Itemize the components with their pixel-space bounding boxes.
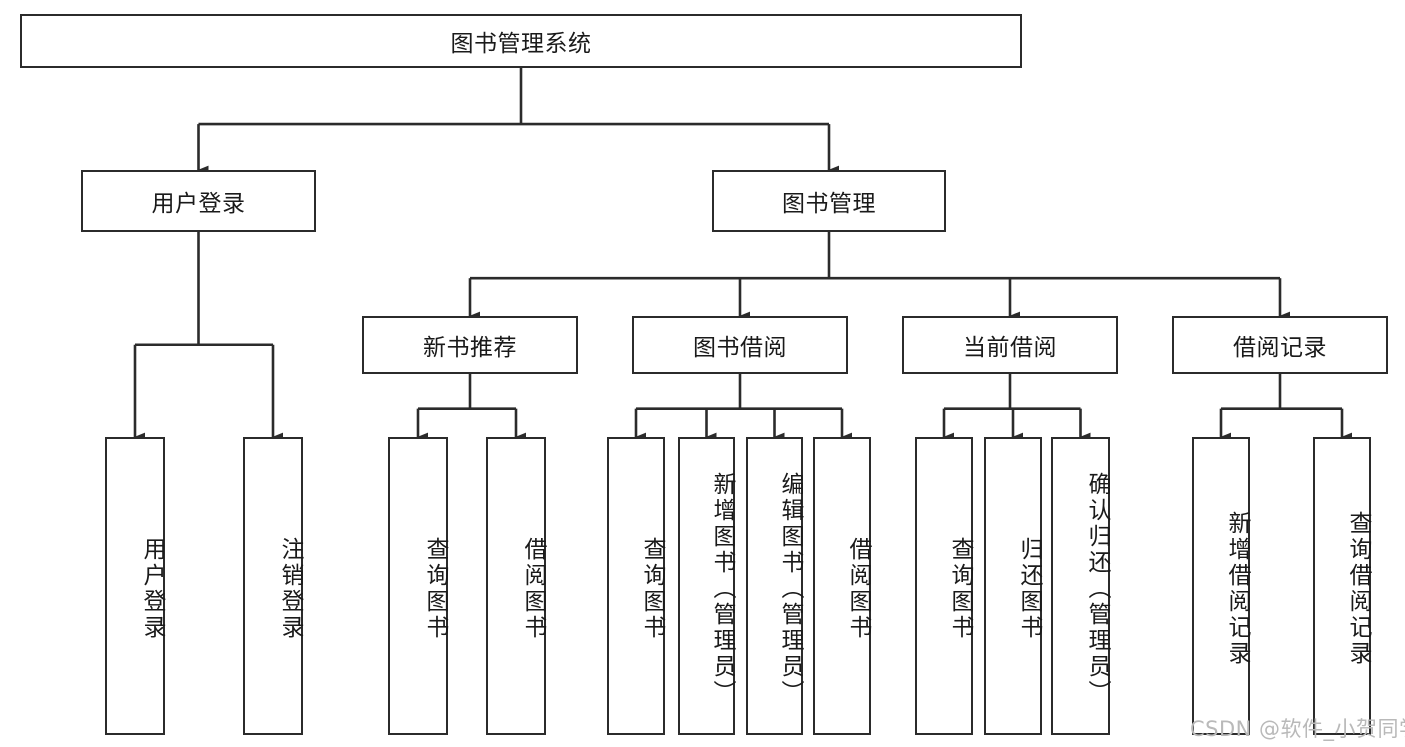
node-label: 新增借阅记录	[1224, 511, 1250, 667]
watermark: CSDN @软件_小贺同学	[1190, 717, 1405, 741]
node-newrec[interactable]: 新书推荐	[362, 316, 578, 374]
node-b_borrow[interactable]: 借阅图书	[813, 437, 871, 735]
node-l_logout[interactable]: 注销登录	[243, 437, 303, 735]
node-b_edit[interactable]: 编辑图书（管理员）	[746, 437, 803, 735]
node-current[interactable]: 当前借阅	[902, 316, 1118, 374]
node-label: 归还图书	[1016, 537, 1042, 641]
node-history[interactable]: 借阅记录	[1172, 316, 1388, 374]
node-root[interactable]: 图书管理系统	[20, 14, 1022, 68]
node-label: 新增图书（管理员）	[709, 472, 735, 706]
node-c_query[interactable]: 查询图书	[915, 437, 973, 735]
edge-group	[133, 68, 1353, 442]
node-l_login[interactable]: 用户登录	[105, 437, 165, 735]
node-label: 确认归还（管理员）	[1084, 472, 1110, 706]
node-label: 用户登录	[139, 537, 165, 641]
node-b_query[interactable]: 查询图书	[607, 437, 665, 735]
node-label: 注销登录	[277, 537, 303, 641]
node-label: 借阅图书	[520, 537, 546, 641]
node-c_confirm[interactable]: 确认归还（管理员）	[1051, 437, 1110, 735]
node-label: 图书管理系统	[450, 31, 592, 57]
node-label: 查询借阅记录	[1345, 511, 1371, 667]
node-label: 借阅图书	[845, 537, 871, 641]
node-n_borrow[interactable]: 借阅图书	[486, 437, 546, 735]
node-b_add[interactable]: 新增图书（管理员）	[678, 437, 735, 735]
node-login[interactable]: 用户登录	[81, 170, 316, 232]
node-label: 查询图书	[639, 537, 665, 641]
node-c_return[interactable]: 归还图书	[984, 437, 1042, 735]
node-label: 用户登录	[151, 191, 246, 217]
node-label: 编辑图书（管理员）	[777, 472, 803, 706]
node-label: 当前借阅	[963, 335, 1057, 361]
node-label: 图书借阅	[693, 335, 787, 361]
node-h_add[interactable]: 新增借阅记录	[1192, 437, 1250, 735]
node-borrow[interactable]: 图书借阅	[632, 316, 848, 374]
node-label: 查询图书	[947, 537, 973, 641]
node-label: 查询图书	[422, 537, 448, 641]
node-label: 借阅记录	[1233, 335, 1327, 361]
node-n_query[interactable]: 查询图书	[388, 437, 448, 735]
node-bookmgmt[interactable]: 图书管理	[712, 170, 946, 232]
node-label: 图书管理	[782, 191, 876, 217]
node-label: 新书推荐	[423, 335, 517, 361]
node-h_query[interactable]: 查询借阅记录	[1313, 437, 1371, 735]
